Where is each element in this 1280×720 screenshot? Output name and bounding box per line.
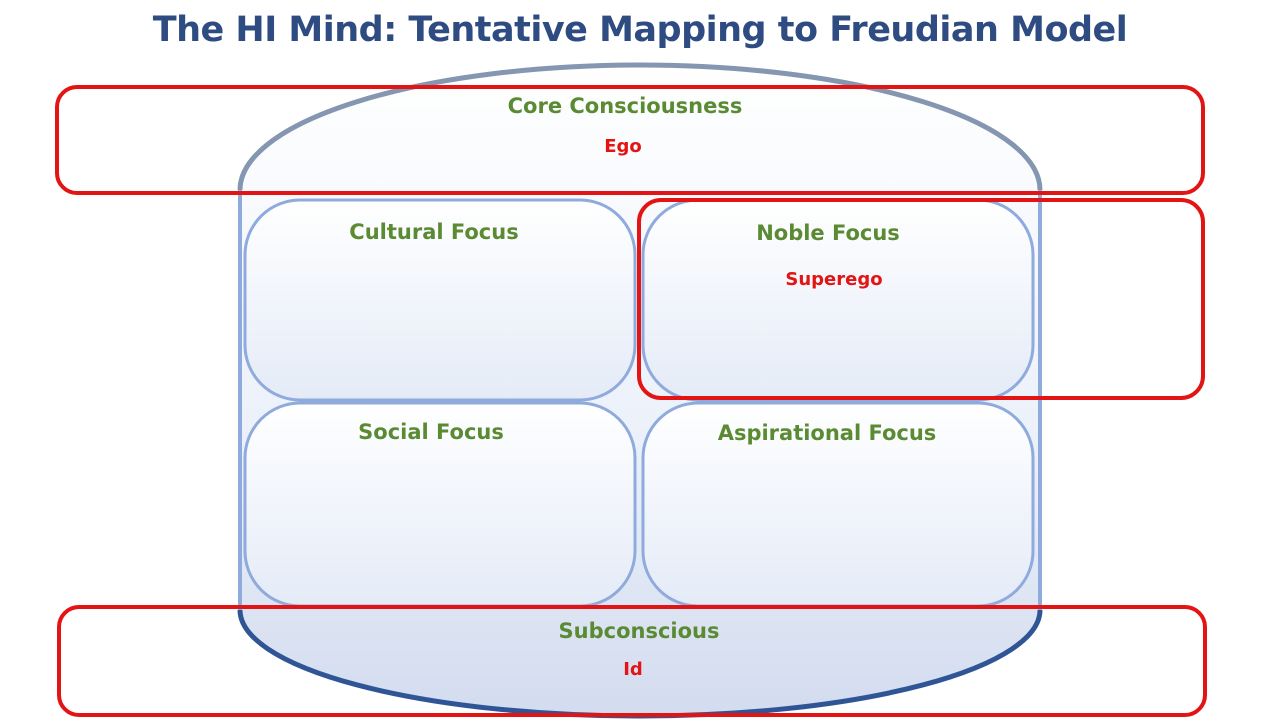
superego-label: Superego <box>785 269 883 290</box>
page-title: The HI Mind: Tentative Mapping to Freudi… <box>152 10 1128 50</box>
ego-label: Ego <box>604 136 642 157</box>
subconscious-label: Subconscious <box>558 619 720 643</box>
social-focus-label: Social Focus <box>358 420 504 444</box>
id-highlight-frame <box>57 605 1207 717</box>
mind-container-top-border <box>237 62 1043 191</box>
cultural-focus-label: Cultural Focus <box>349 220 519 244</box>
cultural-focus-box <box>243 198 637 402</box>
aspirational-focus-label: Aspirational Focus <box>717 421 937 445</box>
id-label: Id <box>623 659 643 680</box>
core-consciousness-label: Core Consciousness <box>507 94 743 118</box>
ego-highlight-frame <box>55 85 1205 195</box>
superego-highlight-frame <box>637 198 1205 400</box>
noble-focus-label: Noble Focus <box>756 221 900 245</box>
